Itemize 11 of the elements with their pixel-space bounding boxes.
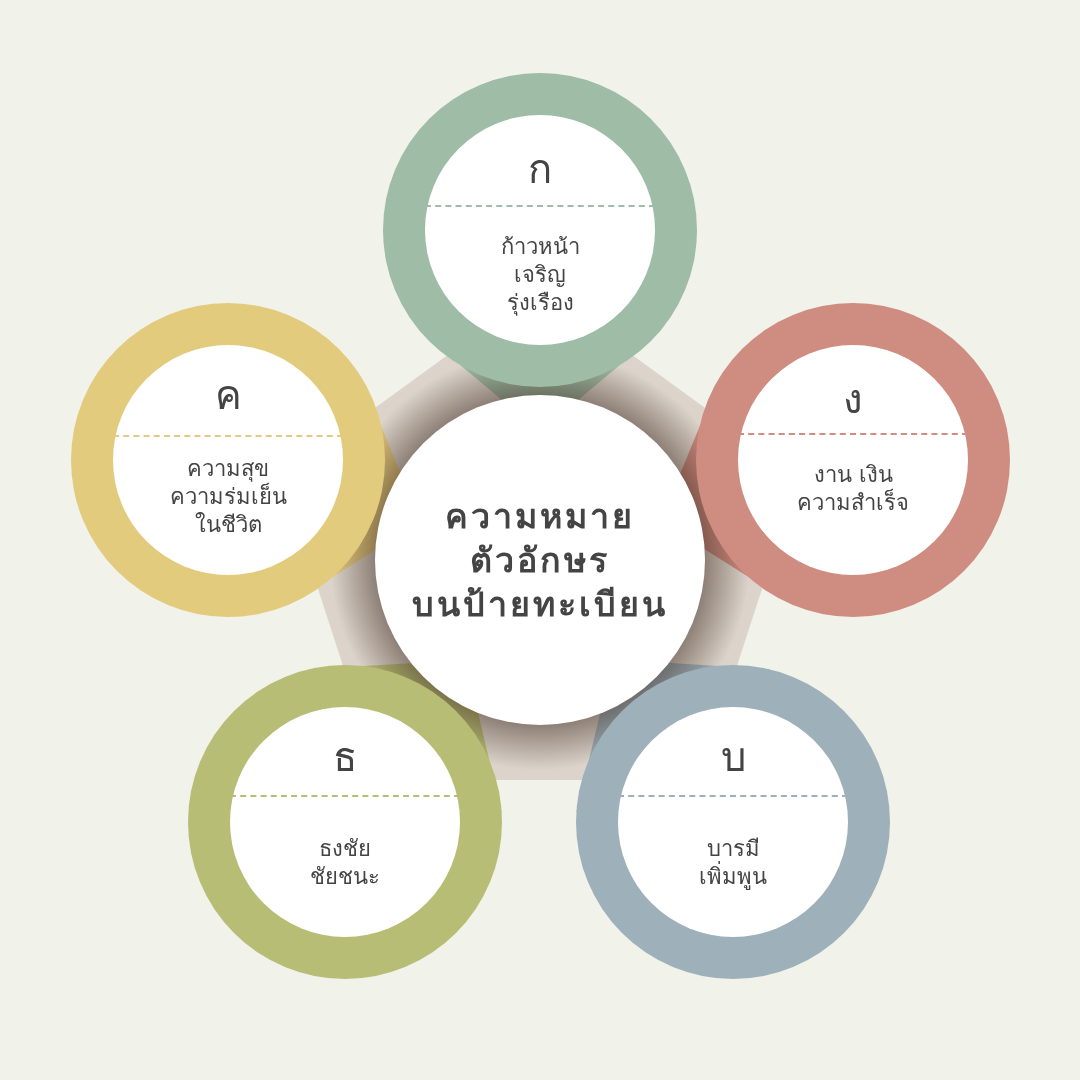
letter-label: ธ xyxy=(332,733,358,781)
caption-text: ธงชัย ชัยชนะ xyxy=(309,835,381,891)
caption-text: งาน เงิน ความสำเร็จ xyxy=(796,461,910,517)
letter-label: ก xyxy=(527,145,553,193)
caption-text: ความสุข ความร่มเย็น ในชีวิต xyxy=(168,455,288,539)
letter-label: ง xyxy=(842,375,864,423)
caption-text: ก้าวหน้า เจริญ รุ่งเรือง xyxy=(499,233,581,317)
heading-text: ความหมาย ตัวอักษร บนป้ายทะเบียน xyxy=(411,495,669,626)
letter-label: บ xyxy=(719,733,747,781)
letter-label: ค xyxy=(213,371,243,419)
caption-text: บารมี เพิ่มพูน xyxy=(698,835,768,891)
